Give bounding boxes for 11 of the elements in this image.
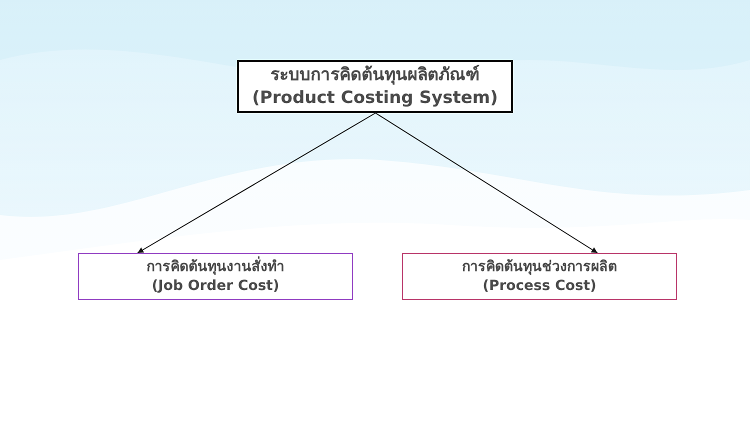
arrow [137,112,376,254]
arrow [375,112,598,254]
text-box [402,253,677,300]
text-box [237,60,513,113]
text-box [78,253,353,300]
english-title: (Process Cost) [482,276,596,295]
thai-title: ระบบการคิดต้นทุนผลิตภัณฑ์ [270,64,480,86]
english-title: (Job Order Cost) [152,276,280,295]
english-title: (Product Costing System) [252,86,498,109]
thai-title: การคิดต้นทุนช่วงการผลิต [462,258,617,276]
thai-title: การคิดต้นทุนงานสั่งทำ [146,258,284,276]
